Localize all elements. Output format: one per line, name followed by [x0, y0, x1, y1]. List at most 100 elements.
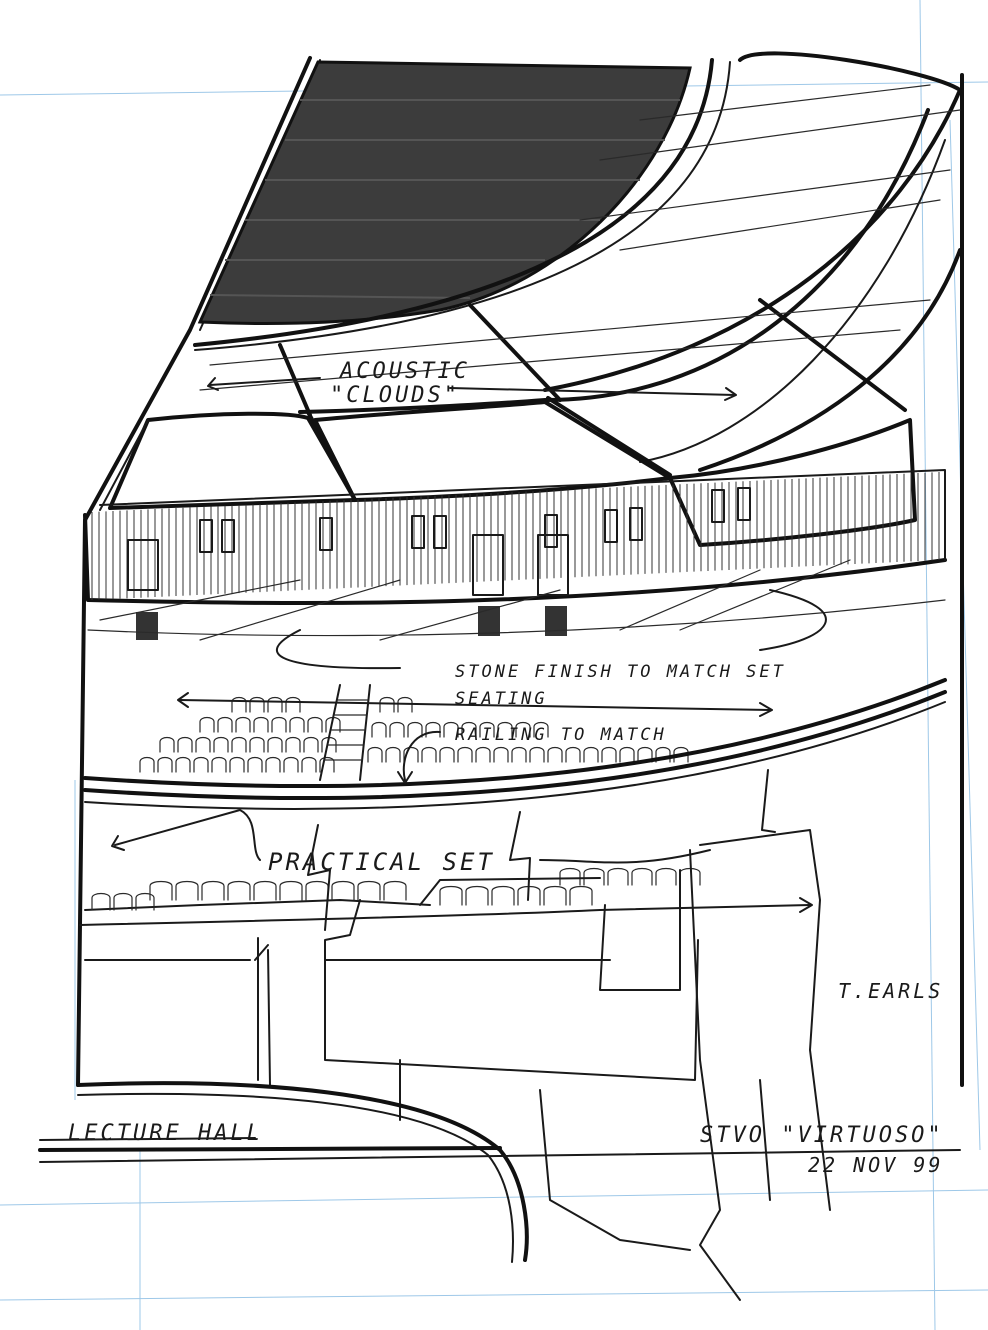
seat [229, 756, 245, 773]
practical-set [79, 769, 831, 1301]
seat [385, 746, 401, 763]
seat [371, 721, 387, 738]
seat [357, 880, 381, 901]
seat [389, 721, 405, 738]
seat [655, 746, 671, 763]
stage-floor-swoosh [276, 589, 827, 670]
acoustic-cloud-bands [193, 51, 962, 502]
seat [231, 736, 247, 753]
seat [425, 721, 441, 738]
seat [211, 756, 227, 773]
seat [655, 867, 677, 886]
seat [465, 885, 489, 906]
label-stone-finish: STONE FINISH TO MATCH SET [455, 662, 786, 682]
label-seating: SEATING [455, 689, 548, 709]
seat [113, 892, 133, 911]
seat [253, 880, 277, 901]
seat [379, 696, 395, 713]
seat [367, 746, 383, 763]
seat [497, 721, 513, 738]
seat [383, 880, 407, 901]
seat [569, 885, 593, 906]
seat [135, 892, 155, 911]
seat [631, 867, 653, 886]
seat [157, 756, 173, 773]
seat [139, 756, 155, 773]
seat [289, 716, 305, 733]
seat [149, 880, 173, 901]
seat [403, 746, 419, 763]
seat [301, 756, 317, 773]
seat [439, 885, 463, 906]
seat [249, 696, 265, 713]
seat [319, 756, 335, 773]
dark-ceiling-panel [197, 60, 692, 325]
seat [195, 736, 211, 753]
drawing-title: LECTURE HALL [68, 1121, 263, 1146]
seat [331, 880, 355, 901]
seat [175, 756, 191, 773]
seat [637, 746, 653, 763]
seat [271, 716, 287, 733]
seat [619, 746, 635, 763]
signature: T.EARLS [838, 979, 943, 1003]
seat [493, 746, 509, 763]
seat [515, 721, 531, 738]
seat [267, 696, 283, 713]
seat [439, 746, 455, 763]
seat [217, 716, 233, 733]
annotation-arrows [111, 377, 813, 913]
seat [547, 746, 563, 763]
seat [235, 716, 251, 733]
seat [91, 892, 111, 911]
seat [265, 756, 281, 773]
seat [443, 721, 459, 738]
ceiling-panel-stripes [209, 99, 680, 299]
label-clouds: "CLOUDS" [330, 383, 460, 408]
seat [307, 716, 323, 733]
foreground-rail [76, 1081, 529, 1263]
seat [607, 867, 629, 886]
seat [231, 696, 247, 713]
seat [601, 746, 617, 763]
seat [543, 885, 567, 906]
seat [175, 880, 199, 901]
seat [227, 880, 251, 901]
seat [583, 746, 599, 763]
seat [475, 746, 491, 763]
seat [199, 716, 215, 733]
balcony-railing [83, 678, 947, 810]
seat [305, 880, 329, 901]
label-railing: RAILING TO MATCH [455, 725, 667, 745]
seat [247, 756, 263, 773]
seat [201, 880, 225, 901]
seat [397, 696, 413, 713]
seat [159, 736, 175, 753]
seat [511, 746, 527, 763]
seat [583, 867, 605, 886]
seat [303, 736, 319, 753]
seat [461, 721, 477, 738]
aisle-steps [319, 684, 371, 781]
seat [285, 696, 301, 713]
seat [213, 736, 229, 753]
seat [479, 721, 495, 738]
seat [457, 746, 473, 763]
seat [533, 721, 549, 738]
title-underlines [38, 1137, 961, 1163]
project-name: STVO "VIRTUOSO" [700, 1123, 944, 1148]
seat [285, 736, 301, 753]
seat [529, 746, 545, 763]
seat [407, 721, 423, 738]
back-wall [83, 469, 947, 641]
seat [559, 867, 581, 886]
seat [491, 885, 515, 906]
seat [267, 736, 283, 753]
seat [283, 756, 299, 773]
seat [193, 756, 209, 773]
drawing-date: 22 NOV 99 [808, 1153, 943, 1177]
seat [279, 880, 303, 901]
label-acoustic: ACOUSTIC [338, 359, 470, 384]
